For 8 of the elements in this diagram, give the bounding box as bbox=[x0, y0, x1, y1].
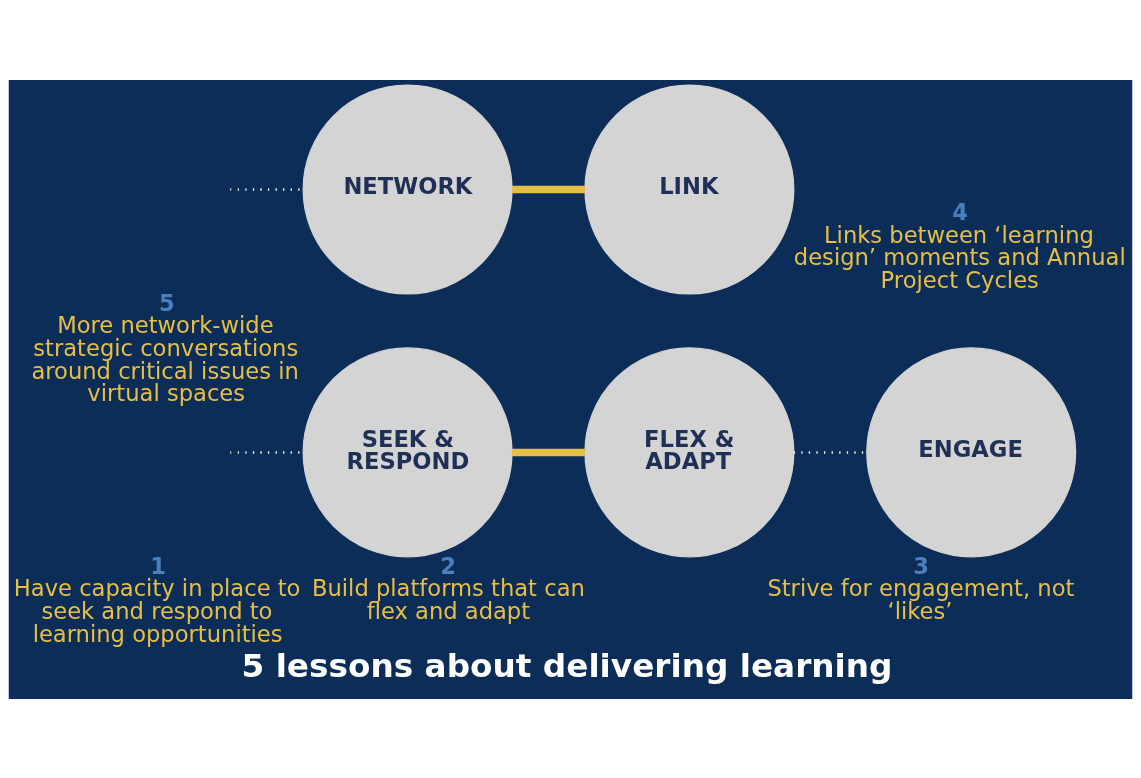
node-circle: ENGAGE bbox=[866, 346, 1077, 557]
connector bbox=[512, 448, 585, 456]
diagram-title: 5 lessons about delivering learning bbox=[241, 646, 893, 685]
connector bbox=[512, 185, 585, 193]
node-circle: SEEK & RESPOND bbox=[302, 346, 513, 557]
node-circle: LINK bbox=[584, 83, 795, 294]
node-circle: NETWORK bbox=[302, 83, 513, 294]
node-circle: FLEX & ADAPT bbox=[584, 346, 795, 557]
